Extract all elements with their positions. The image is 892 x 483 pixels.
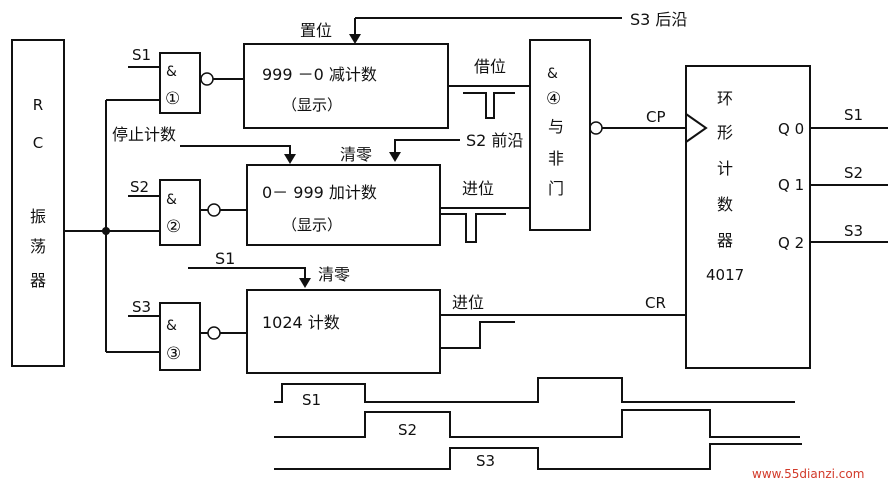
osc-label-r: R bbox=[33, 96, 43, 114]
gate-2-symbol: & bbox=[166, 192, 177, 208]
up-counter-title: 0－ 999 加计数 bbox=[262, 183, 377, 202]
gate-1-symbol: & bbox=[166, 64, 177, 80]
s1-input-label: S1 bbox=[132, 46, 151, 64]
ring-label-1: 环 bbox=[717, 89, 733, 108]
q2-label: Q 2 bbox=[778, 234, 804, 252]
down-counter-display: （显示） bbox=[282, 96, 342, 114]
out-s3-label: S3 bbox=[844, 222, 863, 240]
waveform-s2-label: S2 bbox=[398, 421, 417, 439]
gate-3-symbol: & bbox=[166, 318, 177, 334]
s1-clear-label: S1 bbox=[215, 249, 235, 268]
osc-label-3: 器 bbox=[30, 271, 46, 290]
osc-label-1: 振 bbox=[30, 207, 46, 226]
timing-diagram: S1 S2 S3 bbox=[274, 377, 802, 470]
cr-label: CR bbox=[645, 294, 666, 312]
osc-label-c: C bbox=[33, 134, 43, 152]
counter-1024-block: 1024 计数 S1 清零 进位 CR bbox=[188, 249, 686, 374]
stop-count-line: 停止计数 bbox=[112, 125, 296, 164]
ring-label-5: 器 bbox=[717, 231, 733, 250]
nand-gate-1: & ① S1 bbox=[128, 46, 244, 114]
gate-4-label-1: 与 bbox=[548, 117, 564, 136]
gate-4-symbol: & bbox=[547, 66, 558, 82]
s3-trailing-label: S3 后沿 bbox=[630, 10, 687, 29]
gate-4-label-2: 非 bbox=[548, 149, 564, 168]
clear-label-1: 清零 bbox=[340, 145, 372, 164]
s2-input-label: S2 bbox=[130, 178, 149, 196]
ring-counter-block: 环 形 计 数 器 4017 Q 0 Q 1 Q 2 S1 S2 S3 bbox=[685, 65, 888, 369]
waveform-s3 bbox=[274, 443, 802, 470]
gate-4-number: ④ bbox=[546, 89, 561, 109]
gate-2-number: ② bbox=[166, 217, 181, 237]
gate-1-number: ① bbox=[165, 89, 180, 109]
nand-gate-3: & ③ S3 bbox=[128, 298, 247, 371]
up-counter-block: 0－ 999 加计数 （显示） 清零 S2 前沿 进位 bbox=[246, 131, 530, 246]
down-counter-title: 999 －0 减计数 bbox=[262, 65, 377, 84]
ring-label-3: 计 bbox=[717, 159, 733, 178]
osc-label-2: 荡 bbox=[30, 237, 46, 256]
up-counter-display: （显示） bbox=[282, 216, 342, 234]
clock-bus bbox=[64, 99, 160, 353]
waveform-s1 bbox=[274, 377, 795, 403]
nand-gate-2: & ② S2 bbox=[128, 178, 247, 246]
watermark: www.55dianzi.com bbox=[752, 467, 864, 481]
waveform-s1-label: S1 bbox=[302, 391, 321, 409]
s3-input-label: S3 bbox=[132, 298, 151, 316]
out-s1-label: S1 bbox=[844, 106, 863, 124]
waveform-s2 bbox=[274, 409, 800, 438]
nand-gate-4: & ④ 与 非 门 CP bbox=[529, 39, 686, 231]
q1-label: Q 1 bbox=[778, 176, 804, 194]
rc-oscillator: R C 振 荡 器 bbox=[11, 39, 65, 367]
ring-label-2: 形 bbox=[717, 123, 733, 142]
gate-3-number: ③ bbox=[166, 344, 181, 364]
carry-label-2: 进位 bbox=[452, 293, 484, 312]
counter-1024-title: 1024 计数 bbox=[262, 313, 340, 332]
clear-label-2: 清零 bbox=[318, 265, 350, 284]
borrow-label: 借位 bbox=[474, 57, 506, 76]
preset-label: 置位 bbox=[300, 21, 332, 40]
carry-label-1: 进位 bbox=[462, 179, 494, 198]
cp-label: CP bbox=[646, 108, 666, 126]
s2-leading-label: S2 前沿 bbox=[466, 131, 523, 150]
stop-count-label: 停止计数 bbox=[112, 125, 176, 144]
ring-model: 4017 bbox=[706, 266, 744, 284]
gate-4-label-3: 门 bbox=[548, 179, 564, 198]
ring-label-4: 数 bbox=[717, 195, 733, 214]
down-counter-block: 999 －0 减计数 （显示） 置位 S3 后沿 借位 bbox=[243, 10, 687, 129]
out-s2-label: S2 bbox=[844, 164, 863, 182]
q0-label: Q 0 bbox=[778, 120, 804, 138]
waveform-s3-label: S3 bbox=[476, 452, 495, 470]
